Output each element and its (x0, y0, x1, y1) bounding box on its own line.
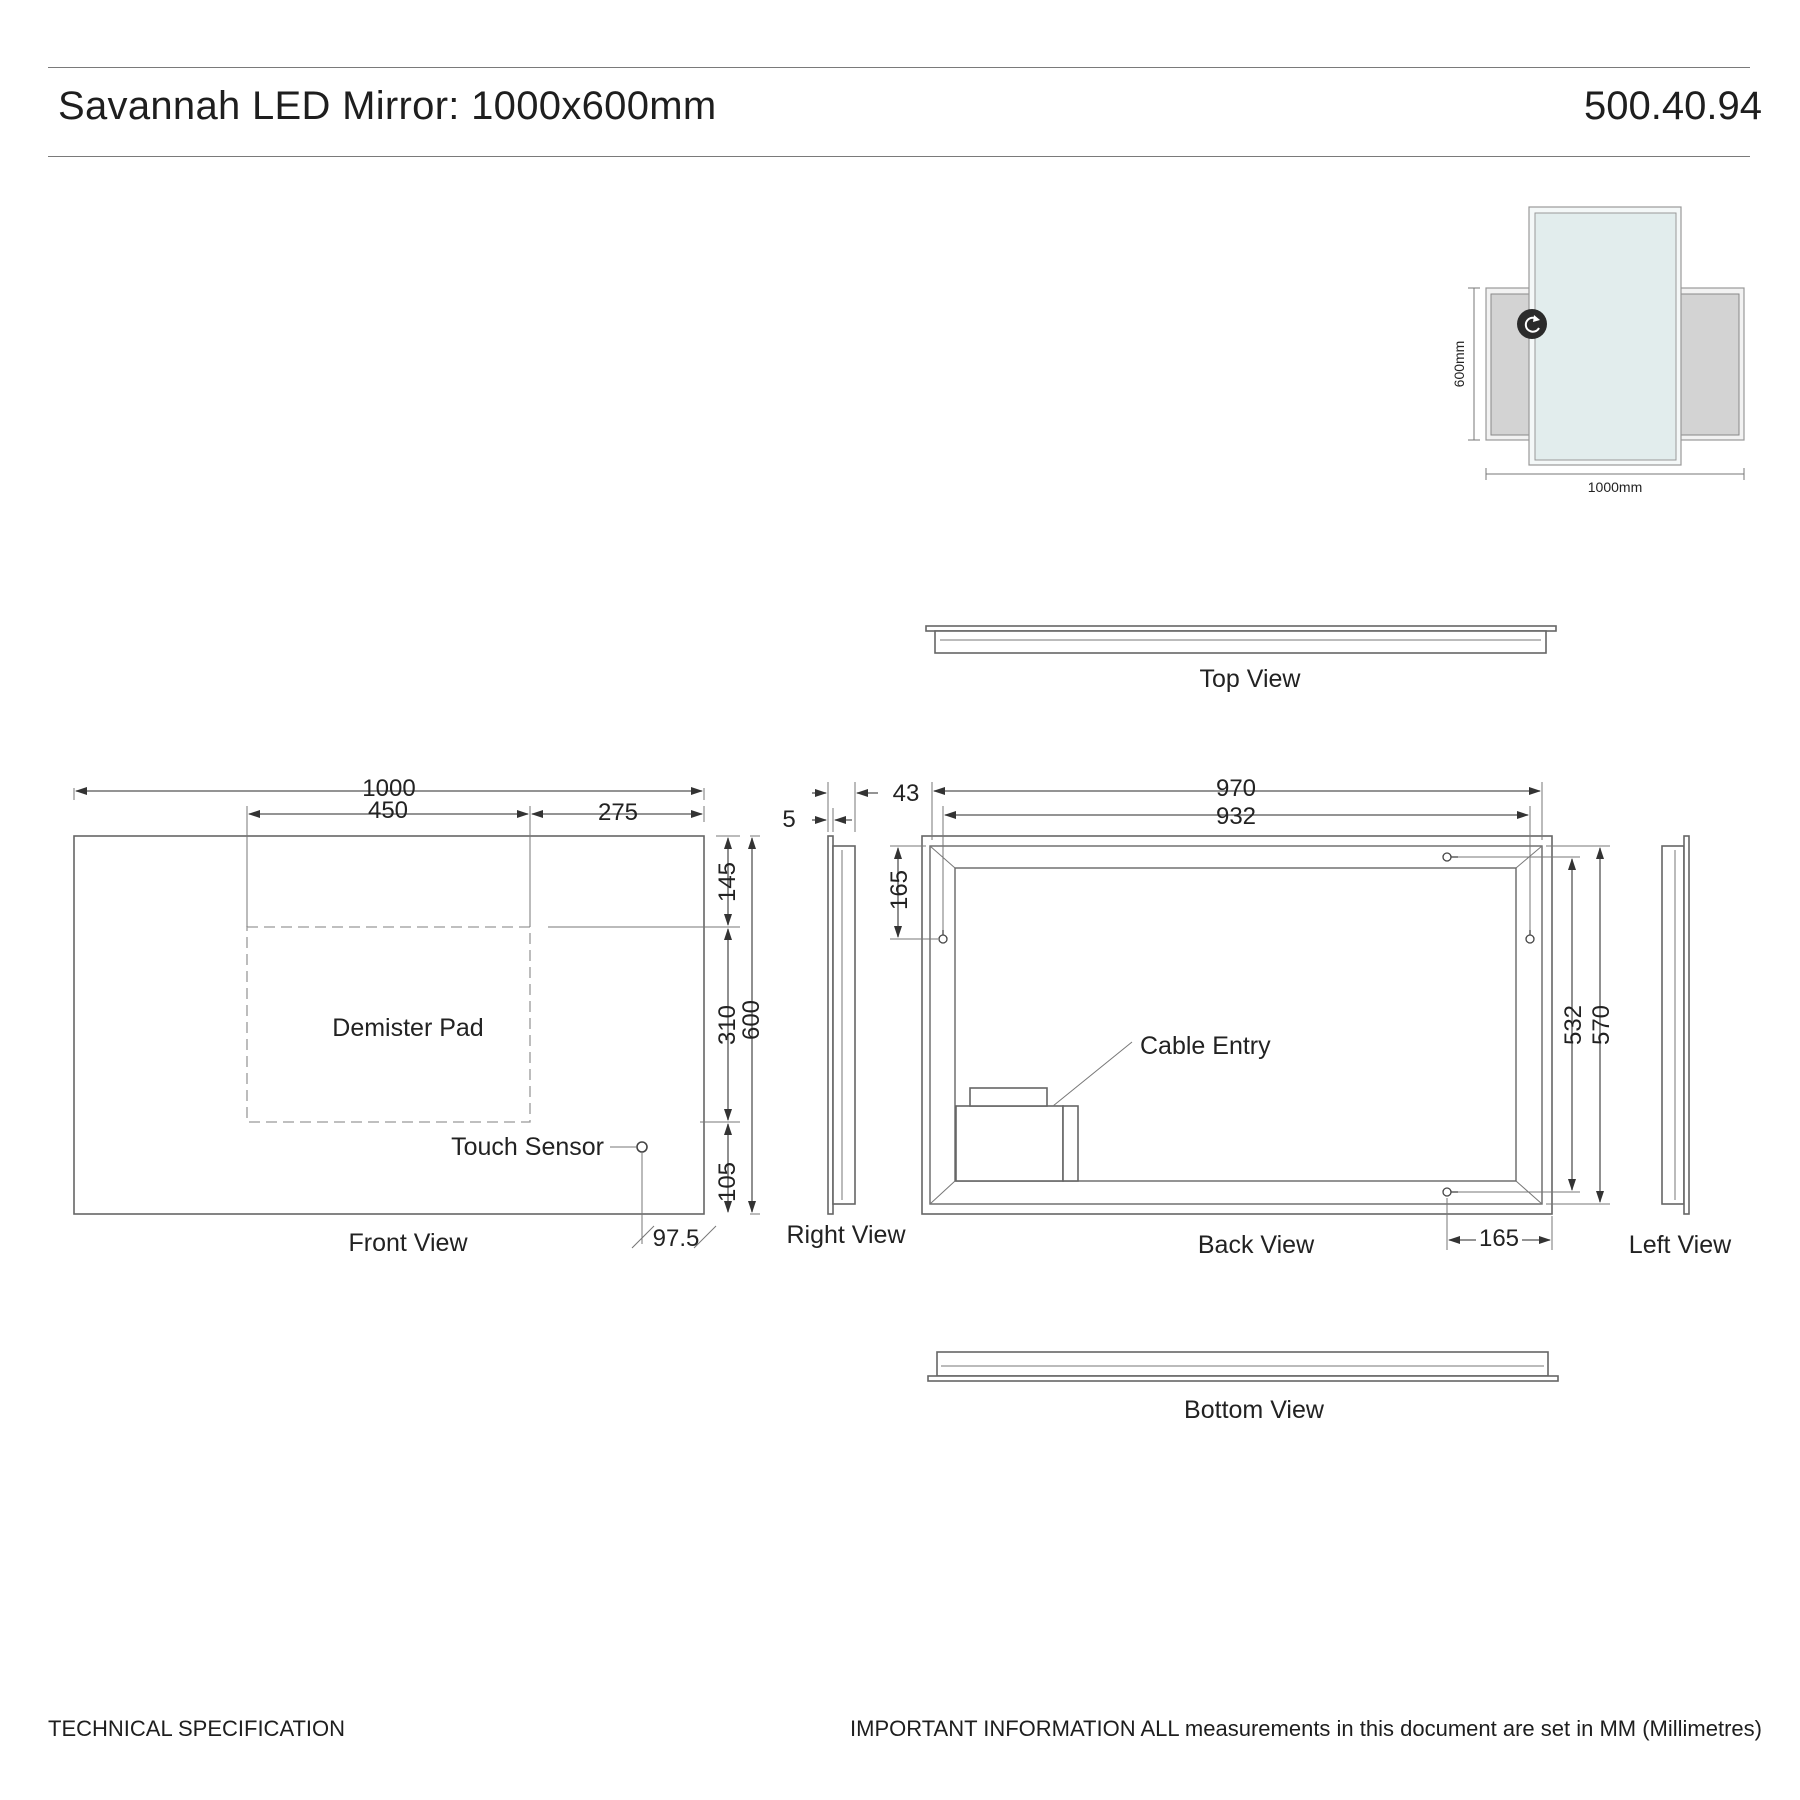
dim-back-inner-height: 532 (1560, 1005, 1587, 1045)
touch-sensor-dot (636, 1141, 648, 1153)
hook-slot-top-right (1442, 852, 1458, 862)
dim-bottom-offset: 105 (714, 1162, 741, 1202)
page-title: Savannah LED Mirror: 1000x600mm (58, 84, 717, 128)
back-view-label: Back View (1198, 1231, 1315, 1259)
front-view-label: Front View (348, 1229, 468, 1257)
dim-back-outer-height: 570 (1588, 1005, 1615, 1045)
hook-slot-left (938, 930, 948, 944)
dim-hook-drop: 165 (886, 870, 913, 910)
header-top-rule (48, 67, 1750, 68)
dim-right-offset: 275 (598, 799, 638, 826)
footer-right-text: IMPORTANT INFORMATION ALL measurements i… (850, 1716, 1762, 1741)
back-outline (921, 835, 1553, 1215)
top-view-label: Top View (1200, 665, 1302, 693)
thumb-height-label: 600mm (1451, 341, 1467, 388)
thumb-width-label: 1000mm (1588, 479, 1642, 495)
demister-pad-label: Demister Pad (332, 1014, 483, 1042)
header-bottom-rule (48, 156, 1750, 157)
top-view: Top View (925, 625, 1557, 693)
hook-slot-bottom-right (1442, 1187, 1458, 1197)
demister-pad-area (246, 926, 531, 1123)
dim-front-width: 1000 (362, 775, 415, 802)
dim-hook-offset: 165 (1479, 1225, 1519, 1252)
touch-sensor-label: Touch Sensor (451, 1133, 604, 1161)
front-mirror-outline (73, 835, 705, 1215)
back-view: Cable Entry 970 932 165 532 570 165 Back… (886, 775, 1615, 1259)
dim-top-offset: 145 (714, 862, 741, 902)
thumbnail-diagram: 600mm 1000mm (1451, 206, 1745, 495)
hook-slot-right (1525, 930, 1535, 944)
footer-left-text: TECHNICAL SPECIFICATION (48, 1716, 346, 1741)
product-code: 500.40.94 (1584, 84, 1762, 128)
right-view-label: Right View (786, 1221, 906, 1249)
rotate-icon[interactable] (1517, 309, 1547, 339)
driver-box (955, 1105, 1064, 1182)
bottom-view: Bottom View (927, 1351, 1559, 1424)
dim-back-outer-width: 970 (1216, 775, 1256, 802)
dim-glass: 5 (782, 806, 795, 833)
thumb-portrait-glass (1534, 212, 1677, 461)
left-view: Left View (1629, 835, 1732, 1259)
right-view: 43 5 Right View (782, 780, 919, 1249)
front-view: Demister Pad Touch Sensor 1000 450 275 1… (73, 775, 765, 1257)
dim-front-height: 600 (738, 1000, 765, 1040)
dim-depth: 43 (893, 780, 920, 807)
cable-entry-label: Cable Entry (1140, 1032, 1271, 1060)
bottom-view-label: Bottom View (1184, 1396, 1325, 1424)
dim-pad-width: 450 (368, 797, 408, 824)
dim-back-inner-width: 932 (1216, 803, 1256, 830)
dim-sensor-offset: 97.5 (653, 1225, 700, 1252)
dim-pad-height: 310 (714, 1005, 741, 1045)
left-view-label: Left View (1629, 1231, 1732, 1259)
